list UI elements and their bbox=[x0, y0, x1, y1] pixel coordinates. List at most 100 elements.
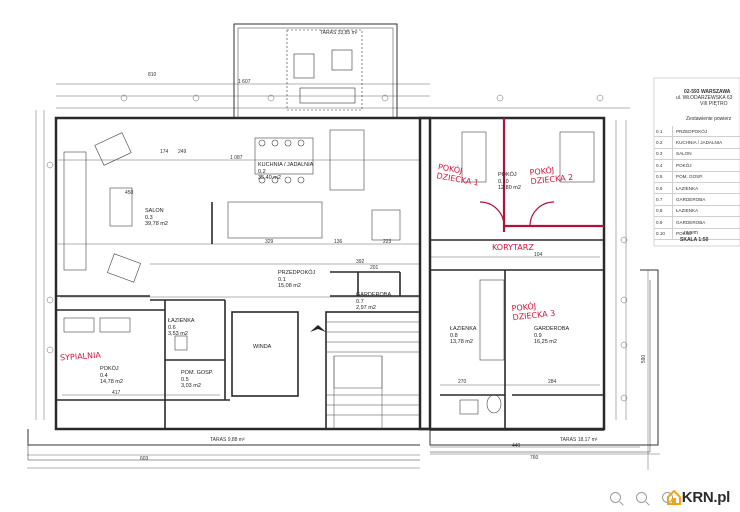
room-name: ŁAZIENKA bbox=[168, 318, 195, 324]
legend-name: ŁAZIENKA bbox=[676, 185, 699, 191]
floor-label: VIII PIĘTRO bbox=[700, 101, 728, 107]
legend-name: KUCHNIA / JADALNIA bbox=[676, 140, 723, 146]
room-garderoba-07: GARDEROBA 0.7 2,97 m2 bbox=[356, 292, 391, 312]
table-title: Zestawienie powierz bbox=[686, 116, 732, 122]
room-name: SALON bbox=[145, 208, 164, 214]
room-winda: WINDA bbox=[253, 344, 271, 351]
legend-num: 0.7 bbox=[654, 194, 673, 205]
room-name: KUCHNIA / JADALNIA bbox=[258, 162, 314, 168]
dimension-label: 174 bbox=[160, 149, 169, 155]
room-name: POM. GOSP. bbox=[181, 370, 214, 376]
room-area: 15,08 m2 bbox=[278, 283, 301, 289]
legend-num: 0.2 bbox=[654, 137, 673, 148]
room-salon: SALON 0.3 39,78 m2 bbox=[145, 208, 168, 228]
dimension-label: 329 bbox=[265, 239, 274, 245]
room-area: 16,25 m2 bbox=[534, 339, 557, 345]
scale-label: SKALA 1:50 bbox=[680, 237, 709, 243]
dimension-label: 417 bbox=[112, 390, 121, 396]
room-name: PRZEDPOKÓJ bbox=[278, 270, 316, 276]
room-pokoj-04: POKÓJ 0.4 14,78 m2 bbox=[100, 366, 123, 386]
room-num: 0.9 bbox=[534, 332, 542, 339]
room-num: 0.5 bbox=[181, 376, 189, 383]
room-num: 0.8 bbox=[450, 332, 458, 339]
room-name: WINDA bbox=[253, 344, 272, 350]
room-num: 0.6 bbox=[168, 324, 176, 331]
house-logo-icon bbox=[666, 490, 681, 505]
legend-name: PRZEDPOKÓJ bbox=[676, 128, 708, 134]
room-num: 0.4 bbox=[100, 372, 108, 379]
dimension-label: 284 bbox=[548, 379, 557, 385]
viewer-toolbar bbox=[600, 484, 740, 512]
terrace-bottom-left-label: TARAS 9,88 m² bbox=[210, 437, 245, 443]
legend-num: 0.8 bbox=[654, 205, 673, 217]
legend-num: 0.9 bbox=[654, 217, 673, 228]
dimension-label: 1 607 bbox=[238, 79, 251, 85]
room-name: POKÓJ bbox=[100, 366, 119, 372]
room-area: 3,53 m2 bbox=[168, 331, 188, 337]
room-num: 0.7 bbox=[356, 298, 364, 305]
room-name: ŁAZIENKA bbox=[450, 326, 477, 332]
dimension-label: 810 bbox=[148, 72, 157, 78]
room-area: 13,78 m2 bbox=[450, 339, 473, 345]
zoom-in-icon[interactable] bbox=[610, 492, 621, 503]
room-area: 12,80 m2 bbox=[498, 185, 521, 191]
room-num: 0.3 bbox=[145, 214, 153, 221]
room-kuchnia: KUCHNIA / JADALNIA 0.2 35,40 m2 bbox=[258, 162, 313, 182]
room-area: 14,78 m2 bbox=[100, 379, 123, 385]
dimension-label: 440 bbox=[512, 443, 521, 449]
room-przedpokoj: PRZEDPOKÓJ 0.1 15,08 m2 bbox=[278, 270, 315, 290]
room-lazienka-08: ŁAZIENKA 0.8 13,78 m2 bbox=[450, 326, 477, 346]
handwritten-korytarz: KORYTARZ bbox=[492, 243, 534, 252]
legend-num: 0.6 bbox=[654, 182, 673, 194]
total-label: razem bbox=[684, 230, 698, 236]
room-pom-gosp: POM. GOSP. 0.5 3,03 m2 bbox=[181, 370, 213, 390]
dimension-label: 104 bbox=[534, 252, 543, 258]
room-num: 0.2 bbox=[258, 168, 266, 175]
legend-num: 0.5 bbox=[654, 171, 673, 182]
room-name: POKÓJ bbox=[498, 172, 517, 178]
dimension-label: 590 bbox=[641, 354, 648, 364]
terrace-bottom-right-label: TARAS 18,17 m² bbox=[560, 437, 598, 443]
legend-name: POKÓJ bbox=[676, 162, 692, 168]
legend-num: 0.3 bbox=[654, 148, 673, 160]
room-name: GARDEROBA bbox=[534, 326, 570, 332]
legend-name: POKÓJ bbox=[676, 231, 692, 237]
legend-name: SALON bbox=[676, 151, 692, 157]
room-area: 3,03 m2 bbox=[181, 383, 201, 389]
legend-num: 0.1 bbox=[654, 126, 673, 137]
room-garderoba-09: GARDEROBA 0.9 16,25 m2 bbox=[534, 326, 569, 346]
dimension-label: 760 bbox=[530, 455, 539, 461]
logo-text: KRN.pl bbox=[681, 489, 731, 506]
room-num: 0.1 bbox=[278, 276, 286, 283]
room-area: 35,40 m2 bbox=[258, 175, 281, 181]
dimension-label: 1 087 bbox=[230, 155, 243, 161]
dimension-label: 450 bbox=[125, 190, 134, 196]
dimension-label: 270 bbox=[458, 379, 467, 385]
room-num: 0.10 bbox=[498, 178, 509, 185]
legend-num: 0.4 bbox=[654, 160, 673, 171]
room-area: 2,97 m2 bbox=[356, 305, 376, 311]
legend-name: ŁAZIENKA bbox=[676, 208, 699, 214]
room-area: 39,78 m2 bbox=[145, 221, 168, 227]
zoom-out-icon[interactable] bbox=[636, 492, 647, 503]
address-line-2: ul. WŁODARZEWSKA 63 bbox=[676, 95, 733, 101]
legend-name: GARDEROBA bbox=[676, 197, 706, 203]
dimension-label: 603 bbox=[140, 456, 149, 462]
terrace-top-label: TARAS 33,85 m² bbox=[320, 30, 358, 36]
room-name: GARDEROBA bbox=[356, 292, 392, 298]
legend-name: POM. GOSP. bbox=[676, 174, 703, 180]
address-line-1: 02-593 WARSZAWA bbox=[684, 89, 731, 95]
dimension-label: 136 bbox=[334, 239, 343, 245]
dimension-label: 392 bbox=[356, 259, 365, 265]
